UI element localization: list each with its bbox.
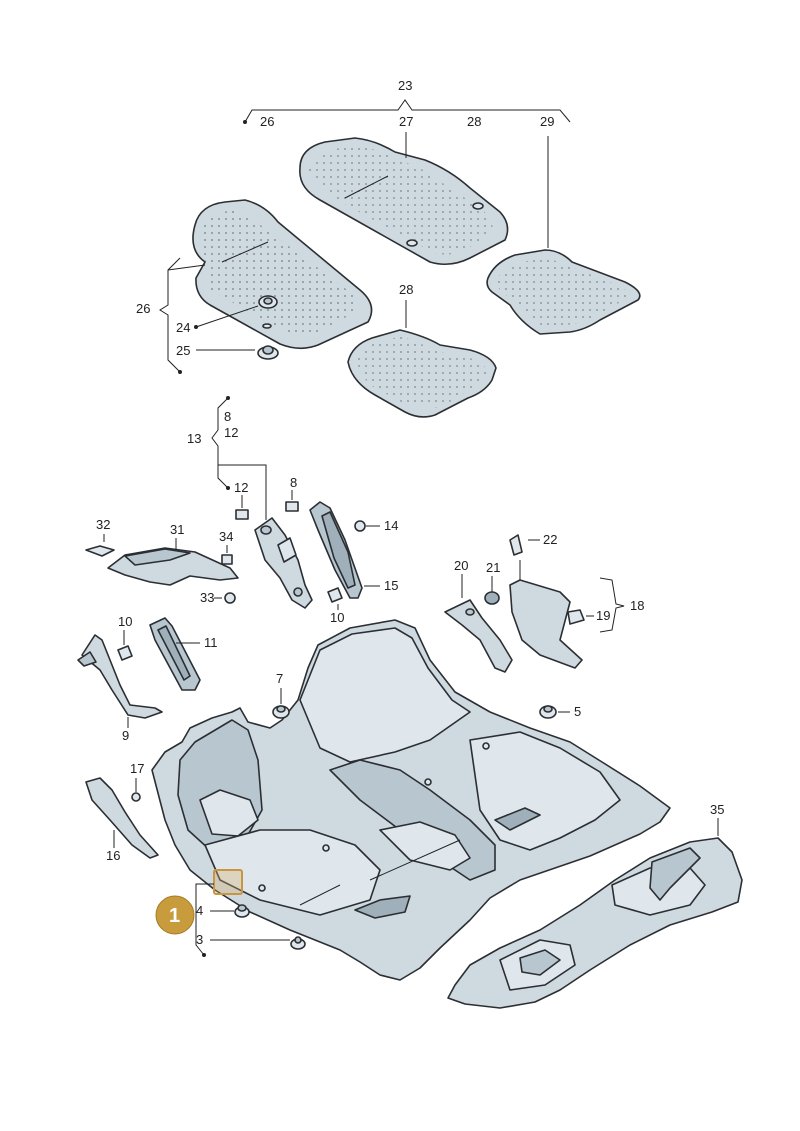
floor-carpet-assembly[interactable] (151, 619, 671, 981)
callout-group-25: 25 (176, 343, 279, 360)
clip-12: 12 (234, 480, 249, 520)
rear-left-floor-mat[interactable]: 28 (347, 282, 497, 418)
callout-23: 23 (398, 78, 412, 93)
badge-number: 1 (169, 905, 180, 927)
clip-17: 17 (130, 761, 144, 802)
front-left-floor-mat[interactable] (192, 199, 373, 350)
callout-28-top: 28 (467, 114, 481, 129)
callout-group-24: 24 (176, 305, 259, 335)
rear-floor-cover-35[interactable]: 35 (447, 802, 743, 1009)
callout-10: 10 (330, 610, 344, 625)
mat-bracket-26: 26 (136, 257, 206, 374)
callout-21: 21 (486, 560, 500, 575)
bolt-33: 33 (200, 590, 236, 605)
mat-set-bracket: 23 26 27 28 29 (243, 78, 571, 129)
callout-18: 18 (630, 598, 644, 613)
callout-19: 19 (596, 608, 610, 623)
callout-34: 34 (219, 529, 233, 544)
callout-8b: 8 (290, 475, 297, 490)
callout-24: 24 (176, 320, 190, 335)
callout-27: 27 (399, 114, 413, 129)
clip-4: 4 (196, 903, 250, 918)
front-right-floor-mat[interactable] (299, 132, 509, 266)
callout-11: 11 (204, 635, 218, 650)
callout-20: 20 (454, 558, 468, 573)
nut-34: 34 (219, 529, 233, 565)
pedal-trim-15[interactable]: 15 (309, 501, 398, 599)
footrest-bracket-31[interactable]: 31 (107, 522, 239, 586)
pedal-bracket-assembly[interactable] (254, 517, 313, 609)
callout-26: 26 (136, 301, 150, 316)
callout-group-13: 13 8 12 (187, 396, 267, 520)
clip-10-upper: 10 (327, 587, 344, 625)
bolt-14: 14 (354, 518, 398, 533)
highlight-part-1 (213, 869, 243, 895)
clip-10-lower: 10 (117, 614, 133, 661)
part-number-badge[interactable]: 1 (155, 895, 195, 935)
callout-12: 12 (224, 425, 238, 440)
callout-32: 32 (96, 517, 110, 532)
callout-3: 3 (196, 932, 203, 947)
callout-12b: 12 (234, 480, 248, 495)
callout-7: 7 (276, 671, 283, 686)
clip-3: 3 (196, 932, 306, 950)
rear-right-floor-mat[interactable] (486, 136, 641, 335)
callout-13: 13 (187, 431, 201, 446)
callout-9: 9 (122, 728, 129, 743)
fastener-7: 7 (272, 671, 290, 719)
trim-16[interactable]: 16 (85, 777, 159, 863)
callout-29: 29 (540, 114, 554, 129)
clip-19: 19 (567, 608, 610, 625)
screw-32: 32 (85, 517, 115, 557)
clip-22: 22 (509, 532, 557, 556)
callout-16: 16 (106, 848, 120, 863)
callout-33: 33 (200, 590, 214, 605)
callout-4: 4 (196, 903, 203, 918)
bracket-9[interactable]: 9 (77, 634, 163, 743)
pedal-pad-11[interactable]: 11 (149, 617, 218, 691)
fastener-5: 5 (539, 704, 581, 719)
callout-26-top: 26 (260, 114, 274, 129)
callout-15: 15 (384, 578, 398, 593)
callout-31: 31 (170, 522, 184, 537)
callout-8: 8 (224, 409, 231, 424)
bracket-20[interactable]: 20 (444, 558, 513, 673)
callout-14: 14 (384, 518, 398, 533)
callout-28: 28 (399, 282, 413, 297)
trim-panel-18[interactable]: 18 (509, 560, 644, 669)
callout-5: 5 (574, 704, 581, 719)
callout-10b: 10 (118, 614, 132, 629)
clip-8: 8 (285, 475, 299, 512)
grommet-21: 21 (484, 560, 500, 605)
callout-17: 17 (130, 761, 144, 776)
callout-35: 35 (710, 802, 724, 817)
callout-25: 25 (176, 343, 190, 358)
callout-22: 22 (543, 532, 557, 547)
